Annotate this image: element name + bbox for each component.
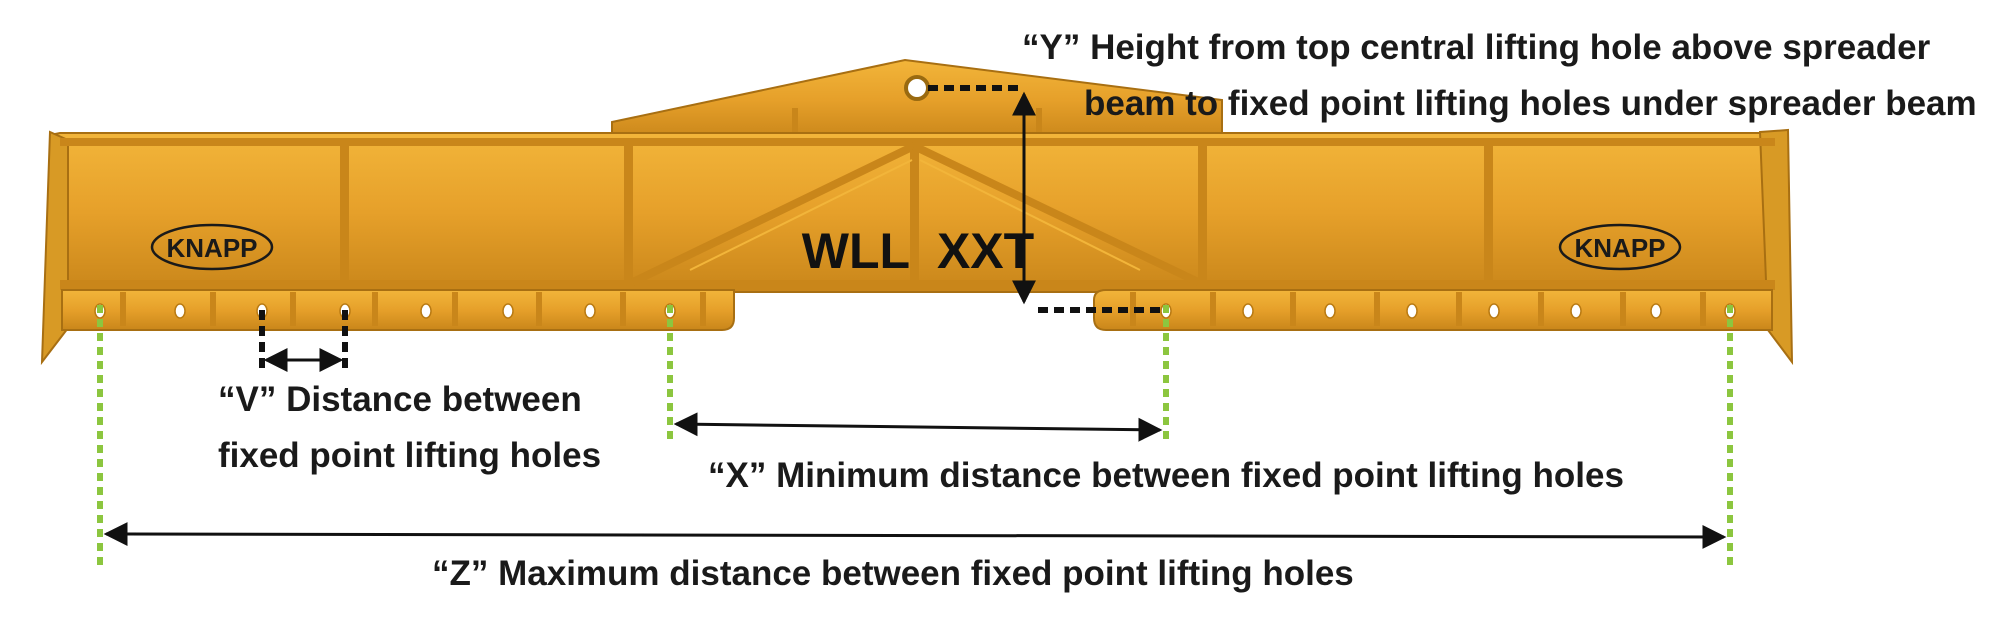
spreader-beam-body — [40, 128, 1794, 366]
y-annotation-line1: “Y” Height from top central lifting hole… — [1022, 28, 1931, 67]
v-annotation: “V” Distance between fixed point lifting… — [218, 372, 601, 484]
v-annotation-line1: “V” Distance between — [218, 380, 582, 419]
wll-load-label: WLL XXT — [802, 223, 1034, 279]
right-hole-flange — [1093, 289, 1773, 331]
x-annotation: “X” Minimum distance between fixed point… — [708, 456, 1624, 495]
y-annotation-line2: beam to fixed point lifting holes under … — [1084, 84, 1977, 123]
z-annotation: “Z” Maximum distance between fixed point… — [432, 554, 1354, 593]
y-annotation: “Y” Height from top central lifting hole… — [1022, 20, 1977, 132]
left-hole-flange — [61, 289, 735, 331]
guide-lines — [97, 305, 1733, 565]
knapp-logo-right-text: KNAPP — [1574, 233, 1665, 263]
knapp-logo-left: KNAPP — [150, 223, 274, 271]
v-annotation-line2: fixed point lifting holes — [218, 436, 602, 475]
z-dimension-arrow — [103, 522, 1727, 549]
knapp-logo-left-text: KNAPP — [166, 233, 257, 263]
x-dimension-arrow — [673, 412, 1163, 442]
knapp-logo-right: KNAPP — [1558, 223, 1682, 271]
reference-dotted-lines — [259, 85, 1164, 372]
top-central-lifting-hole — [904, 75, 930, 101]
dimension-arrows — [103, 91, 1727, 549]
